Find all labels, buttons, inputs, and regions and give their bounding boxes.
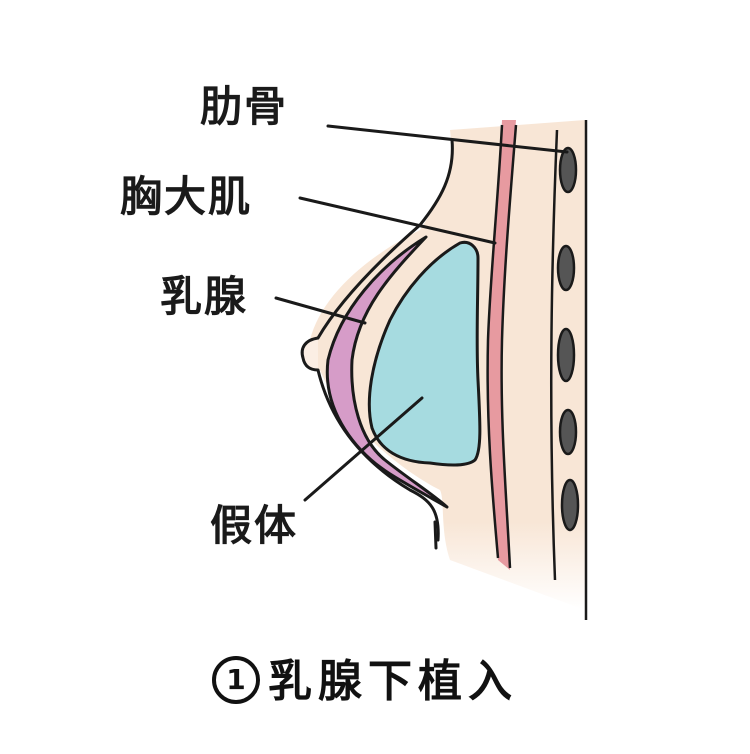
nipple <box>300 336 319 372</box>
chest-wall <box>549 120 588 620</box>
leader-gland <box>274 296 367 325</box>
rib-4 <box>558 408 578 456</box>
leader-lines <box>274 124 569 502</box>
label-mammary-gland: 乳腺 <box>160 272 249 321</box>
rib-2 <box>556 244 576 292</box>
skin-outline <box>316 138 454 550</box>
label-rib: 肋骨 <box>200 82 289 131</box>
circled-number: 1 <box>212 656 260 704</box>
rib-1 <box>558 146 578 194</box>
label-implant: 假体 <box>210 501 299 550</box>
caption-text: 乳腺下植入 <box>268 656 518 707</box>
ribs <box>556 146 580 532</box>
leader-implant <box>303 396 424 502</box>
mammary-gland <box>325 235 449 509</box>
pectoralis-muscle <box>486 120 518 570</box>
leader-rib <box>326 124 569 154</box>
label-pectoralis-major: 胸大肌 <box>120 172 253 221</box>
leader-pectoralis <box>298 196 497 245</box>
rib-5 <box>560 478 580 532</box>
implant <box>367 240 482 467</box>
rib-3 <box>556 327 576 383</box>
